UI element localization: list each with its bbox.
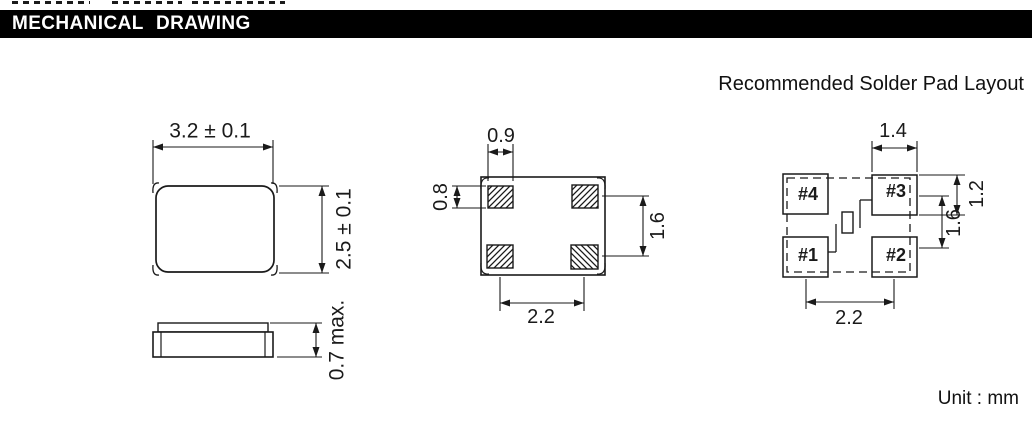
terminal-pad-top-left <box>487 185 514 209</box>
crystal-symbol <box>828 199 872 253</box>
bottom-view-pad-height-label: 0.8 <box>430 183 452 211</box>
layout-pad-width-label: 1.4 <box>879 120 907 142</box>
side-view-thickness-dim-label: 0.7 max. <box>326 300 349 381</box>
top-view-height-dim-label: 2.5 ± 0.1 <box>333 188 356 270</box>
section-title: MECHANICAL DRAWING <box>12 13 251 34</box>
solder-terminals <box>486 184 599 270</box>
terminal-pad-bottom-left <box>486 244 514 269</box>
terminal-pad-bottom-right <box>570 244 599 270</box>
solder-pad-layout-heading: Recommended Solder Pad Layout <box>718 73 1024 95</box>
unit-note: Unit : mm <box>937 388 1019 409</box>
package-top-view: 3.2 ± 0.1 2.5 ± 0.1 <box>152 120 356 276</box>
package-outline-dashed <box>786 177 911 273</box>
terminal-pad-top-right <box>571 184 599 209</box>
width-dimension-lines <box>152 140 274 184</box>
solder-pad-layout-view: #4 #3 #1 #2 1.4 1.2 1.6 <box>782 120 988 329</box>
row-pitch-dimension-lines <box>919 195 949 249</box>
package-lid-profile <box>157 322 269 333</box>
pad-width-dimension-lines <box>871 141 918 172</box>
package-side-view: 0.7 max. <box>152 300 349 381</box>
package-body-outline <box>155 185 275 273</box>
package-base-profile <box>152 331 274 358</box>
pad-label-1: #1 <box>798 245 818 265</box>
bottom-view-col-pitch-label: 2.2 <box>527 306 555 328</box>
pad-width-dimension-lines <box>487 144 514 181</box>
bottom-view-row-pitch-label: 1.6 <box>647 212 669 240</box>
pad-label-2: #2 <box>886 245 906 265</box>
col-pitch-dimension-lines <box>499 277 585 311</box>
pad-label-3: #3 <box>886 181 906 201</box>
top-view-width-dim-label: 3.2 ± 0.1 <box>169 120 251 143</box>
solder-pad-1 <box>782 236 829 278</box>
layout-row-pitch-label: 1.6 <box>943 209 965 237</box>
solder-pad-4 <box>782 173 829 215</box>
clipped-text-remnant <box>12 1 90 4</box>
height-dimension-lines <box>279 185 329 274</box>
thickness-dimension-lines <box>270 322 322 358</box>
section-title-bar: MECHANICAL DRAWING <box>0 10 1032 38</box>
solder-pad-3 <box>871 174 918 216</box>
package-bottom-view: 0.9 0.8 1.6 2.2 <box>430 125 669 328</box>
corner-castellation-marks <box>152 182 278 276</box>
pad-height-dimension-lines <box>452 185 486 209</box>
solder-pad-labels: #4 #3 #1 #2 <box>798 181 906 265</box>
row-pitch-dimension-lines <box>602 195 649 257</box>
layout-col-pitch-label: 2.2 <box>835 307 863 329</box>
layout-pad-height-label: 1.2 <box>966 180 988 208</box>
col-pitch-dimension-lines <box>805 279 895 309</box>
clipped-text-remnant <box>192 1 285 4</box>
bottom-view-pad-width-label: 0.9 <box>487 125 515 147</box>
clipped-text-remnant <box>112 1 182 4</box>
pad-label-4: #4 <box>798 184 818 204</box>
